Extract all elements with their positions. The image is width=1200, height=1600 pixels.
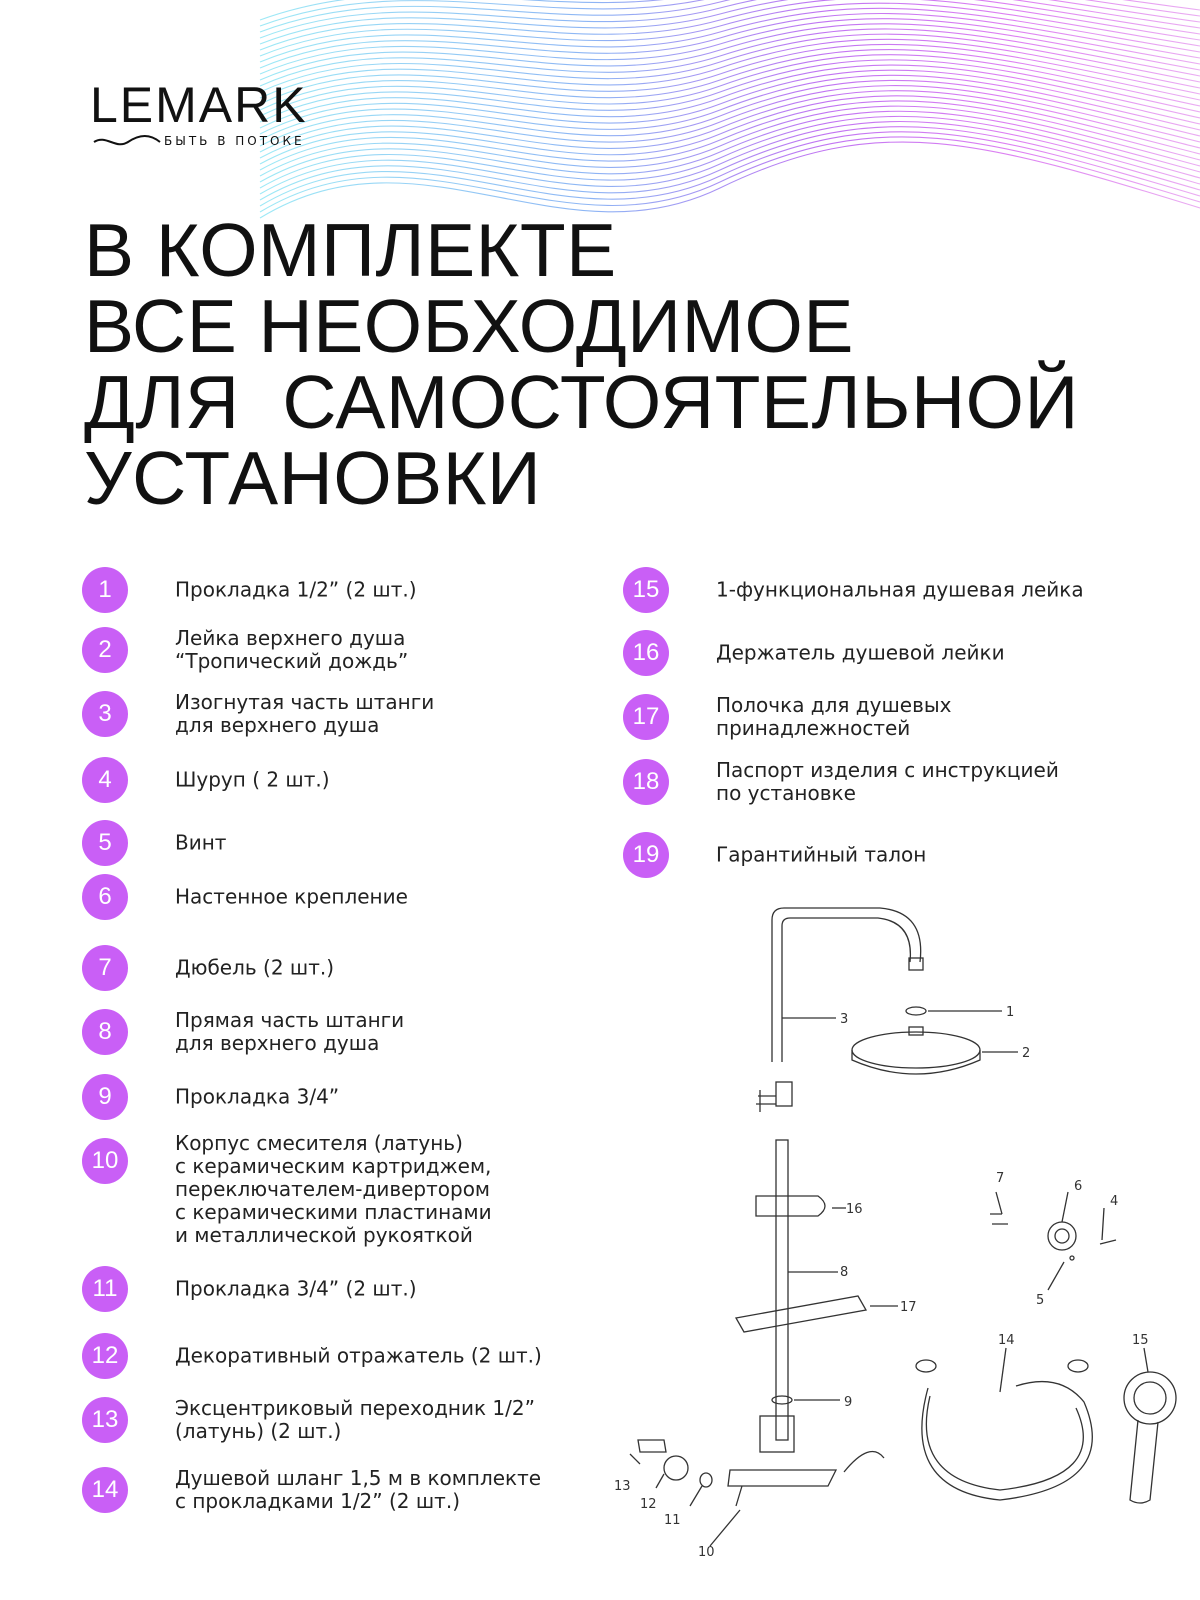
page-title: В КОМПЛЕКТЕ ВСЕ НЕОБХОДИМОЕ ДЛЯ САМОСТОЯ… <box>84 212 1079 516</box>
gasket-1-part <box>905 1006 927 1016</box>
brand-name: LEMARK <box>90 77 308 133</box>
item-number-badge: 5 <box>82 820 128 866</box>
decorative-flange-part <box>663 1455 689 1481</box>
callout-7: 7 <box>996 1171 1004 1186</box>
item-number-badge: 7 <box>82 945 128 991</box>
wave-header-decoration <box>259 0 1200 219</box>
item-label: Полочка для душевых принадлежностей <box>716 693 952 740</box>
item-number-badge: 1 <box>82 567 128 613</box>
title-line-4: УСТАНОВКИ <box>84 436 542 520</box>
shower-hose-part <box>921 1380 1093 1501</box>
title-line-3: ДЛЯ САМОСТОЯТЕЛЬНОЙ <box>84 360 1079 444</box>
item-number-badge: 17 <box>623 694 669 740</box>
straight-rod-part <box>775 1139 789 1441</box>
callout-5: 5 <box>1036 1293 1044 1308</box>
item-label: Корпус смесителя (латунь) с керамическим… <box>175 1131 492 1247</box>
shelf-part <box>734 1295 868 1333</box>
item-label: Винт <box>175 830 227 855</box>
item-label: Лейка верхнего душа “Тропический дождь” <box>175 626 409 673</box>
brand-logo: LEMARK БЫТЬ В ПОТОКЕ <box>90 80 350 160</box>
item-number-badge: 16 <box>623 630 669 676</box>
callout-14: 14 <box>998 1333 1015 1348</box>
callout-10: 10 <box>698 1545 715 1560</box>
callout-2: 2 <box>1022 1046 1030 1061</box>
title-line-2: ВСЕ НЕОБХОДИМОЕ <box>84 284 854 368</box>
item-label: Эксцентриковый переходник 1/2” (латунь) … <box>175 1396 535 1443</box>
callout-3: 3 <box>840 1012 848 1027</box>
gasket-9-part <box>771 1395 793 1405</box>
callout-16: 16 <box>846 1202 863 1217</box>
item-number-badge: 9 <box>82 1074 128 1120</box>
wave-mark-icon <box>93 135 161 146</box>
gasket-11-part <box>699 1472 713 1488</box>
wall-bracket-part <box>1047 1221 1077 1251</box>
item-label: Паспорт изделия с инструкцией по установ… <box>716 758 1059 805</box>
assembly-diagram: 1 2 3 4 5 6 7 8 9 10 11 12 13 14 15 16 1… <box>614 907 1177 1560</box>
mixer-body-part <box>759 1415 795 1453</box>
item-number-badge: 3 <box>82 691 128 737</box>
curved-rod-part <box>771 907 922 1062</box>
hand-shower-part <box>1123 1371 1177 1425</box>
item-number-badge: 15 <box>623 567 669 613</box>
callout-12: 12 <box>640 1497 657 1512</box>
item-label: Дюбель (2 шт.) <box>175 955 335 980</box>
brand-tagline: БЫТЬ В ПОТОКЕ <box>164 134 305 148</box>
diagram-callouts: 1 2 3 4 5 6 7 8 9 10 11 12 13 14 15 16 1… <box>614 1005 1149 1560</box>
item-label: Прокладка 1/2” (2 шт.) <box>175 577 417 602</box>
callout-11: 11 <box>664 1513 681 1528</box>
callout-1: 1 <box>1006 1005 1014 1020</box>
item-label: Гарантийный талон <box>716 842 927 867</box>
callout-17: 17 <box>900 1300 917 1315</box>
item-number-badge: 2 <box>82 627 128 673</box>
item-number-badge: 19 <box>623 832 669 878</box>
callout-15: 15 <box>1132 1333 1149 1348</box>
eccentric-adapter-part <box>637 1439 667 1453</box>
item-label: Душевой шланг 1,5 м в комплекте с прокла… <box>175 1466 542 1513</box>
item-number-badge: 11 <box>82 1266 128 1312</box>
item-label: Прямая часть штанги для верхнего душа <box>175 1008 405 1055</box>
item-number-badge: 14 <box>82 1467 128 1513</box>
item-number-badge: 6 <box>82 874 128 920</box>
item-number-badge: 18 <box>623 759 669 805</box>
title-line-1: В КОМПЛЕКТЕ <box>84 208 617 292</box>
item-number-badge: 10 <box>82 1138 128 1184</box>
item-number-badge: 13 <box>82 1397 128 1443</box>
item-label: Держатель душевой лейки <box>716 640 1005 665</box>
shower-holder-part <box>755 1195 826 1217</box>
item-label: 1-функциональная душевая лейка <box>716 577 1084 602</box>
item-number-badge: 4 <box>82 757 128 803</box>
item-label: Шуруп ( 2 шт.) <box>175 767 330 792</box>
item-label: Настенное крепление <box>175 884 408 909</box>
callout-9: 9 <box>844 1395 852 1410</box>
callout-6: 6 <box>1074 1179 1082 1194</box>
item-number-badge: 8 <box>82 1009 128 1055</box>
item-label: Прокладка 3/4” (2 шт.) <box>175 1276 417 1301</box>
callout-4: 4 <box>1110 1194 1118 1209</box>
item-number-badge: 12 <box>82 1333 128 1379</box>
callout-13: 13 <box>614 1479 631 1494</box>
item-label: Прокладка 3/4” <box>175 1084 340 1109</box>
rain-shower-head-part <box>851 1031 981 1069</box>
item-label: Изогнутая часть штанги для верхнего душа <box>175 690 435 737</box>
item-label: Декоративный отражатель (2 шт.) <box>175 1343 542 1368</box>
callout-8: 8 <box>840 1265 848 1280</box>
